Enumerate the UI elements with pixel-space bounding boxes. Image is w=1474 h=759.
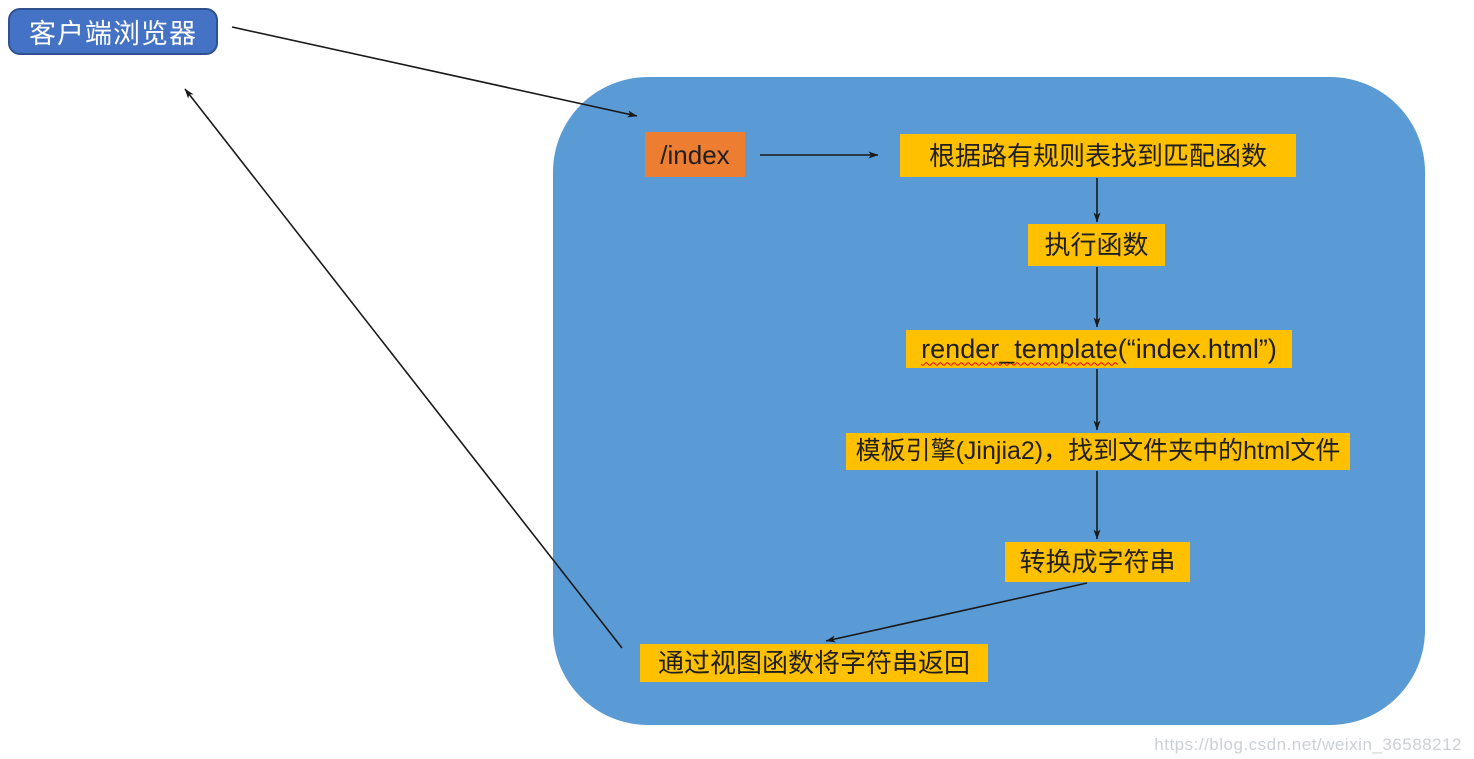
convert-to-string-node: 转换成字符串 <box>1005 542 1190 582</box>
index-route-node: /index <box>645 132 745 177</box>
csdn-watermark: https://blog.csdn.net/weixin_36588212 <box>1154 735 1462 754</box>
render-template-arg-text: (“index.html”) <box>1117 333 1277 364</box>
execute-function-node: 执行函数 <box>1028 224 1165 266</box>
render-template-call-text: render_template <box>921 333 1118 364</box>
render-template-node: render_template(“index.html”) <box>906 330 1292 368</box>
route-match-node: 根据路有规则表找到匹配函数 <box>900 134 1296 177</box>
arrow-client-to-server <box>231 26 638 118</box>
template-engine-node: 模板引擎(Jinjia2)，找到文件夹中的html文件 <box>846 433 1350 470</box>
client-browser-node: 客户端浏览器 <box>8 8 218 55</box>
return-string-node: 通过视图函数将字符串返回 <box>640 644 988 682</box>
